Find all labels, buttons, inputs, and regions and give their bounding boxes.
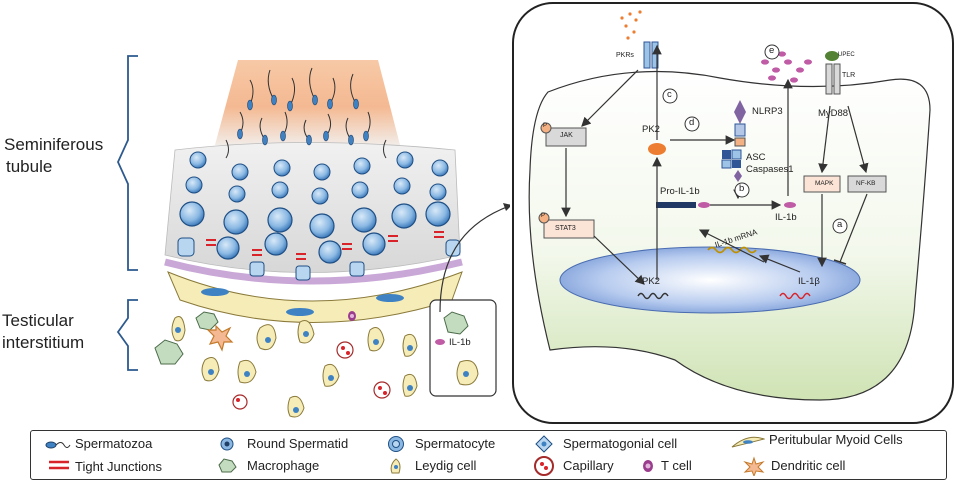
pro-il1b-label: Pro-IL-1b	[660, 186, 700, 197]
step-c-label: c	[667, 89, 672, 100]
legend-round-spermatid: Round Spermatid	[247, 436, 349, 451]
legend-tcell: T cell	[661, 458, 692, 473]
upec-icon	[825, 51, 839, 61]
il1b-cyto-icon	[784, 202, 796, 208]
peritubular-row	[167, 271, 463, 323]
il1b-nucleus-label: IL-1β	[798, 276, 820, 287]
myd88-label: MyD88	[818, 108, 849, 119]
stat3-label: STAT3	[555, 225, 576, 232]
upec-label: UPEC	[838, 52, 855, 58]
basement-membrane	[164, 258, 463, 285]
stat3-box	[543, 219, 595, 239]
jak-label: JAK	[560, 132, 573, 139]
round-spermatids	[185, 151, 449, 205]
testicular-interstitium-label: Testicular interstitium	[2, 311, 85, 352]
nfkb-box	[847, 175, 887, 193]
pro-il1b-bar	[656, 202, 696, 208]
spermatozoa-icon	[45, 441, 71, 449]
pk2-nucleus-label: PK2	[642, 276, 660, 287]
pk2-cyto-icon	[648, 143, 666, 155]
stat3-p-label: P	[541, 213, 546, 219]
jak-box	[545, 127, 587, 147]
peritubular-icon	[731, 436, 765, 448]
il1b-dna	[779, 292, 811, 300]
legend-leydig: Leydig cell	[415, 458, 477, 473]
capillary-icon	[534, 456, 554, 476]
legend-tight-junctions: Tight Junctions	[75, 459, 162, 474]
il1b-cyto-label: IL-1b	[775, 212, 797, 223]
legend-peritubular: Peritubular Myoid Cells	[769, 432, 903, 447]
legend-spermatogonial: Spermatogonial cell	[563, 436, 678, 451]
spermatocytes	[179, 201, 451, 264]
tlr-label: TLR	[842, 72, 856, 79]
asc-label: ASC	[746, 152, 766, 163]
macrophages	[154, 311, 219, 365]
tight-junction-icon	[49, 460, 69, 470]
interstitium-bracket	[116, 299, 138, 371]
nucleus	[559, 246, 861, 314]
spermatogonial-icon	[535, 435, 553, 453]
epithelium	[164, 142, 461, 273]
pkr-receptor	[643, 41, 659, 69]
stat3-p-mark	[538, 212, 550, 224]
connector-curve	[439, 205, 510, 313]
dendritic-cell	[206, 324, 234, 352]
t-cell	[348, 311, 356, 321]
spermatogonial-cells	[177, 237, 461, 281]
pk2-dna	[637, 292, 669, 300]
macrophage-icon	[218, 458, 237, 473]
seminiferous-tubule-illustration	[116, 55, 510, 418]
step-e-label: e	[769, 45, 775, 56]
legend-capillary: Capillary	[563, 458, 614, 473]
legend: Spermatozoa Round Spermatid Spermatocyte…	[30, 430, 947, 480]
tight-junctions	[206, 231, 444, 260]
spermatozoa-heads	[237, 94, 369, 146]
nfkb-label: NF-KB	[856, 180, 876, 187]
legend-spermatozoa: Spermatozoa	[75, 436, 153, 451]
jak-p-label: P	[543, 123, 548, 129]
mapk-label: MAPK	[815, 180, 834, 187]
capillaries	[232, 341, 391, 410]
tlr-receptor	[825, 63, 841, 95]
pk2-dots	[620, 10, 642, 40]
legend-macrophage: Macrophage	[247, 458, 320, 473]
tubule-bracket	[117, 55, 138, 271]
tcell-icon	[643, 460, 653, 472]
tubule-lumen	[215, 60, 400, 145]
leydig-icon	[390, 458, 401, 474]
pkrs-label: PKRs	[616, 52, 634, 59]
legend-dendritic: Dendritic cell	[771, 458, 846, 473]
spermatocyte-icon	[388, 436, 404, 452]
inset-il1b-label: IL-1b	[449, 337, 471, 348]
mapk-box	[803, 175, 841, 193]
round-spermatid-icon	[220, 437, 234, 451]
seminiferous-tubule-label: Seminiferous tubule	[4, 135, 104, 176]
legend-spermatocyte: Spermatocyte	[415, 436, 496, 451]
nlrp3-label: NLRP3	[752, 106, 783, 117]
dendritic-icon	[743, 456, 765, 476]
step-d-label: d	[689, 117, 695, 128]
pk2-cyto-label: PK2	[642, 124, 660, 135]
caspases1-label: Caspases1	[746, 164, 794, 175]
pathway-panel	[512, 2, 954, 424]
step-b-label: b	[739, 183, 745, 194]
il1b-mrna-wave	[707, 246, 757, 254]
cell-body	[528, 70, 931, 401]
jak-p-mark	[540, 122, 552, 134]
step-a-label: a	[837, 219, 843, 230]
